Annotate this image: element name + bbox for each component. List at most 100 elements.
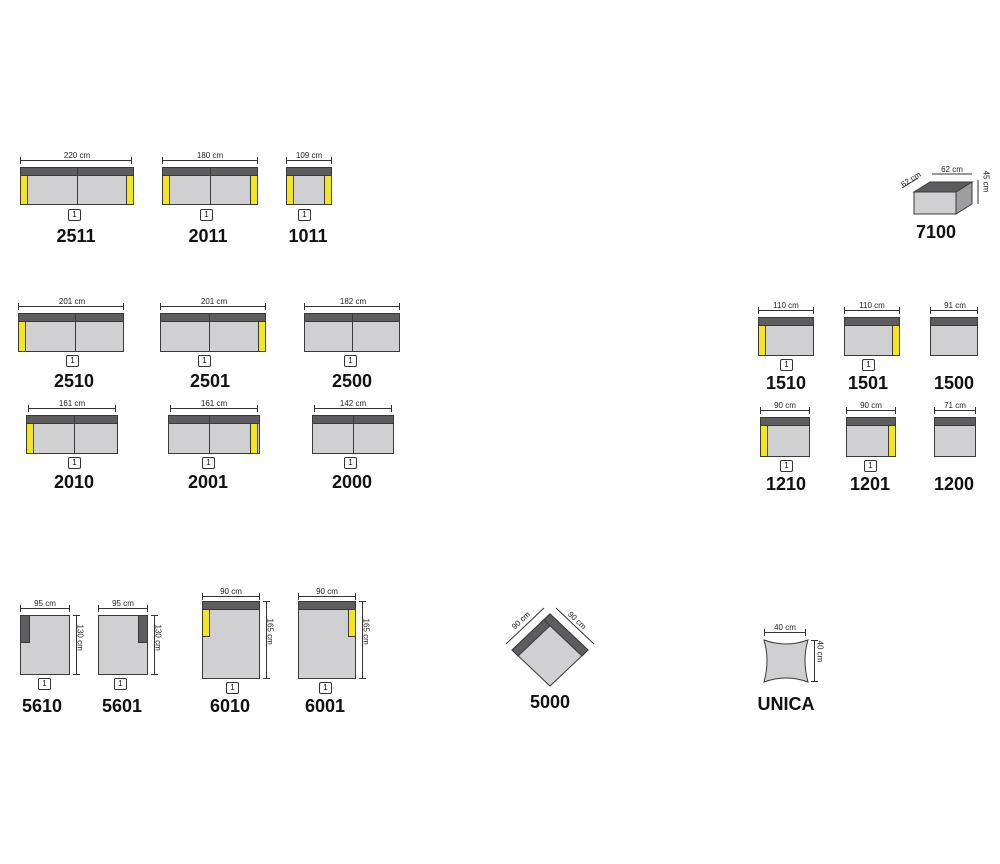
module-1510[interactable]: 110 cm 1 1510 xyxy=(756,300,816,396)
armrest-right xyxy=(250,423,258,454)
module-2011[interactable]: 180 cm 1 2011 xyxy=(160,150,260,250)
module-code: 1501 xyxy=(847,373,889,393)
width-label: 90 cm xyxy=(774,401,796,410)
quantity-badge: 1 xyxy=(226,682,239,694)
depth-dimension-line xyxy=(359,601,366,679)
quantity-badge: 1 xyxy=(198,355,211,367)
depth-dimension-line xyxy=(73,615,80,675)
width-label: 90 cm xyxy=(860,401,882,410)
module-6001[interactable]: 90 cm 165 cm 1 6001 xyxy=(292,584,372,720)
module-2010[interactable]: 161 cm 1 2010 xyxy=(24,398,120,498)
module-code: 5610 xyxy=(21,696,63,716)
module-1201[interactable]: 90 cm 1 1201 xyxy=(844,400,898,496)
armrest-left xyxy=(18,321,26,352)
width-dimension-line xyxy=(846,407,896,414)
width-dimension-line xyxy=(930,307,978,314)
depth-label: 165 cm xyxy=(265,618,275,645)
width-label: 201 cm xyxy=(58,297,86,306)
width-label: 109 cm xyxy=(295,151,323,160)
armrest-right xyxy=(258,321,266,352)
width-dimension-line xyxy=(160,303,266,310)
seat-body xyxy=(930,325,978,356)
width-label: 220 cm xyxy=(63,151,91,160)
module-unica[interactable]: 40 cm 40 cm UNICA xyxy=(754,616,834,718)
width-dimension-line xyxy=(202,593,260,600)
quantity-badge: 1 xyxy=(114,678,127,690)
module-7100[interactable]: 62 cm 62 cm 45 cm 7100 xyxy=(896,162,992,244)
armrest-left xyxy=(20,175,28,205)
seat-body xyxy=(18,321,124,352)
width-dimension-line xyxy=(934,407,976,414)
module-code: 1201 xyxy=(849,474,891,494)
module-6010[interactable]: 90 cm 165 cm 1 6010 xyxy=(196,584,276,720)
module-1210[interactable]: 90 cm 1 1210 xyxy=(758,400,812,496)
depth-dimension-line xyxy=(263,601,270,679)
module-code: 2511 xyxy=(56,226,96,246)
width-label: 95 cm xyxy=(34,599,56,608)
width-label: 180 cm xyxy=(196,151,224,160)
module-1011[interactable]: 109 cm 1 1011 xyxy=(284,150,334,250)
quantity-badge: 1 xyxy=(202,457,215,469)
width-dimension-line xyxy=(760,407,810,414)
width-label: 110 cm xyxy=(859,301,885,310)
module-5000[interactable]: 90 cm 90 cm 5000 xyxy=(498,604,602,716)
quantity-badge: 1 xyxy=(344,355,357,367)
quantity-badge: 1 xyxy=(780,359,793,371)
width-label: 62 cm xyxy=(941,165,963,174)
module-code: 1510 xyxy=(765,373,807,393)
width-label: 95 cm xyxy=(112,599,134,608)
quantity-badge: 1 xyxy=(200,209,213,221)
module-5601[interactable]: 95 cm 130 cm 1 5601 xyxy=(92,596,168,720)
module-2500[interactable]: 182 cm 1 2500 xyxy=(302,296,404,396)
armrest-right xyxy=(126,175,134,205)
height-label: 45 cm xyxy=(981,170,991,193)
width-dimension-line xyxy=(298,593,356,600)
width-label: 110 cm xyxy=(773,301,799,310)
width-dimension-line xyxy=(844,307,900,314)
module-2000[interactable]: 142 cm 1 2000 xyxy=(310,398,396,498)
module-code: 2501 xyxy=(189,371,231,391)
depth-label: 130 cm xyxy=(153,624,163,651)
depth-label: 130 cm xyxy=(75,624,85,651)
chaise-backrest xyxy=(20,615,30,643)
chaise-backrest xyxy=(138,615,148,643)
module-code: UNICA xyxy=(757,694,815,714)
width-label: 161 cm xyxy=(58,399,86,408)
width-dimension-line xyxy=(764,629,806,636)
module-5610[interactable]: 95 cm 130 cm 1 5610 xyxy=(14,596,86,720)
armrest-left xyxy=(202,609,210,637)
width-dimension-line xyxy=(162,157,258,164)
module-1200[interactable]: 71 cm 1200 xyxy=(932,400,978,496)
module-2511[interactable]: 220 cm 1 2511 xyxy=(18,150,136,250)
module-1500[interactable]: 91 cm 1500 xyxy=(928,300,982,396)
quantity-badge: 1 xyxy=(68,457,81,469)
width-dimension-line xyxy=(170,405,258,412)
module-code: 2010 xyxy=(53,472,95,492)
module-2001[interactable]: 161 cm 1 2001 xyxy=(166,398,262,498)
width-dimension-line xyxy=(28,405,116,412)
width-label: 91 cm xyxy=(944,301,966,310)
module-1501[interactable]: 110 cm 1 1501 xyxy=(842,300,902,396)
width-label: 40 cm xyxy=(774,623,796,632)
module-code: 6001 xyxy=(304,696,346,716)
seat-seam xyxy=(210,167,211,205)
seat-body xyxy=(844,325,900,356)
seat-body xyxy=(934,425,976,457)
height-label: 40 cm xyxy=(815,640,825,663)
module-code: 1210 xyxy=(765,474,807,494)
quantity-badge: 1 xyxy=(298,209,311,221)
width-label: 142 cm xyxy=(339,399,367,408)
module-code: 1500 xyxy=(933,373,975,393)
width-dimension-line xyxy=(20,157,132,164)
quantity-badge: 1 xyxy=(38,678,51,690)
module-2510[interactable]: 201 cm 1 2510 xyxy=(16,296,128,396)
armrest-left xyxy=(26,423,34,454)
seat-seam xyxy=(209,415,210,454)
seat-seam xyxy=(74,415,75,454)
pouf-drawing xyxy=(901,173,979,215)
armrest-left xyxy=(758,325,766,356)
seat-body xyxy=(758,325,814,356)
module-code: 2000 xyxy=(331,472,373,492)
quantity-badge: 1 xyxy=(68,209,81,221)
module-2501[interactable]: 201 cm 1 2501 xyxy=(158,296,270,396)
